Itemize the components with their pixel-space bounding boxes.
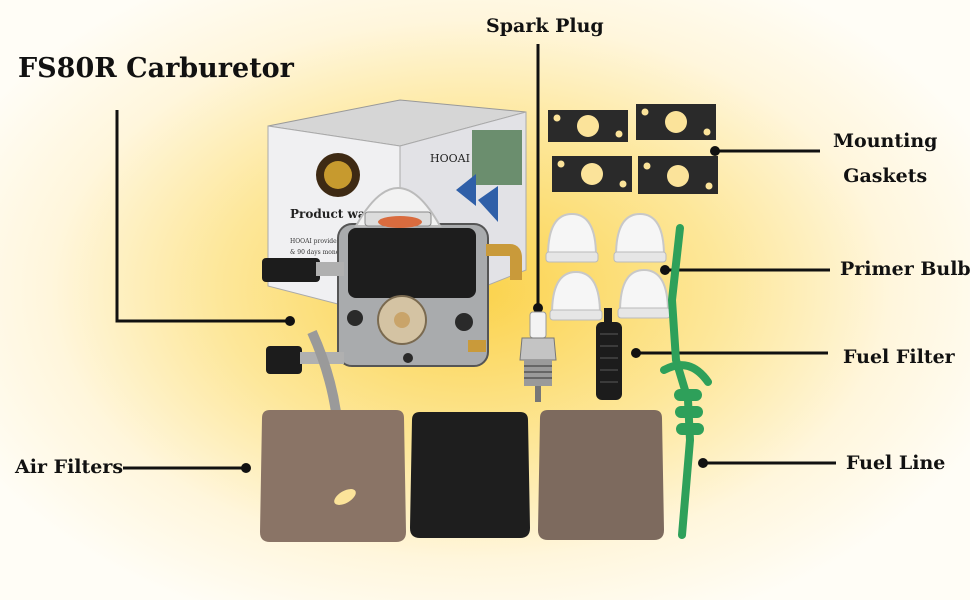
primer-bulb [617, 268, 671, 319]
callout-lines [115, 44, 836, 470]
spark-plug-label: Spark Plug [486, 15, 604, 37]
fuel-line-callout-dot [698, 458, 708, 468]
box-brand: HOOAI [430, 152, 470, 165]
air-filter-callout-dot [241, 463, 251, 473]
primer-bulbs [545, 212, 671, 321]
fuel-line-label: Fuel Line [846, 452, 946, 474]
air-filters-label: Air Filters [15, 456, 124, 478]
carburetor [262, 187, 522, 413]
fuel-filter [596, 308, 622, 400]
fuel-filter-callout-dot [631, 348, 641, 358]
spark-plug-callout-dot [533, 303, 543, 313]
fuel-line [660, 224, 712, 539]
spark-plug [519, 311, 557, 402]
box-text-line1: HOOAI provides ca [290, 238, 349, 245]
carburetor-callout-line [115, 110, 290, 323]
primer-bulb [549, 270, 603, 321]
air-filters [260, 410, 664, 542]
mounting-gaskets-label-line1: Mounting [833, 130, 938, 152]
gasket [552, 156, 632, 192]
primer-bulb [613, 212, 667, 263]
mounting-gaskets-label-line2: Gaskets [843, 165, 928, 187]
box-text-line2: & 90 days money bac [290, 249, 356, 256]
air-filter-brown [260, 410, 406, 542]
mounting-gaskets [548, 104, 718, 194]
box-heading: Product wa [290, 207, 366, 221]
primer-bulb-label: Primer Bulb [840, 258, 970, 280]
fuel-filter-label: Fuel Filter [843, 346, 955, 368]
gasket [638, 156, 718, 194]
primer-bulb [545, 212, 599, 263]
air-filter-black [410, 412, 530, 538]
carburetor-callout-dot [285, 316, 295, 326]
primer-callout-dot [660, 265, 670, 275]
page-title: FS80R Carburetor [18, 53, 294, 84]
gasket [548, 110, 628, 142]
gasket [636, 104, 716, 140]
mounting-gaskets-label: Mounting Gaskets [833, 124, 937, 194]
air-filter-brown-2 [538, 410, 664, 540]
mounting-callout-dot [710, 146, 720, 156]
